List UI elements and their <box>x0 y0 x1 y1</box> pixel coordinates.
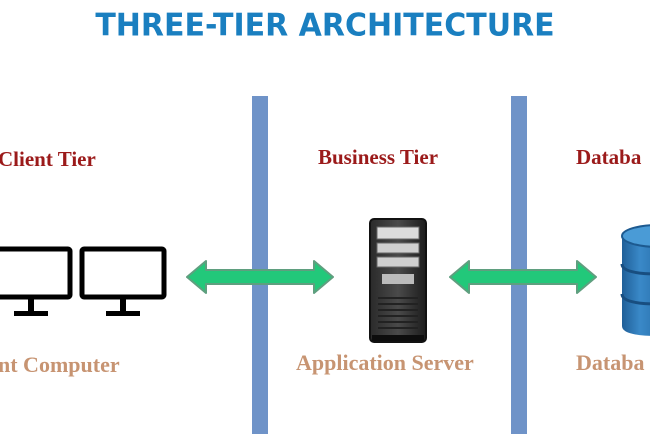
tier-divider-right <box>511 96 527 434</box>
component-label-business: Application Server <box>296 350 474 375</box>
tier-divider-left <box>252 96 268 434</box>
tier-label-database: Databa <box>576 145 642 169</box>
tier-label-business: Business Tier <box>318 145 439 169</box>
monitors-icon <box>0 246 167 316</box>
database-cylinder-icon <box>620 224 650 336</box>
component-label-database: Databa <box>576 350 645 375</box>
diagram-title: THREE-TIER ARCHITECTURE <box>95 7 555 44</box>
tier-label-client: Client Tier <box>0 147 96 171</box>
server-tower-icon <box>369 218 427 343</box>
component-label-client: nt Computer <box>0 352 120 377</box>
arrow-business-database <box>449 260 597 294</box>
arrow-client-business <box>186 260 334 294</box>
